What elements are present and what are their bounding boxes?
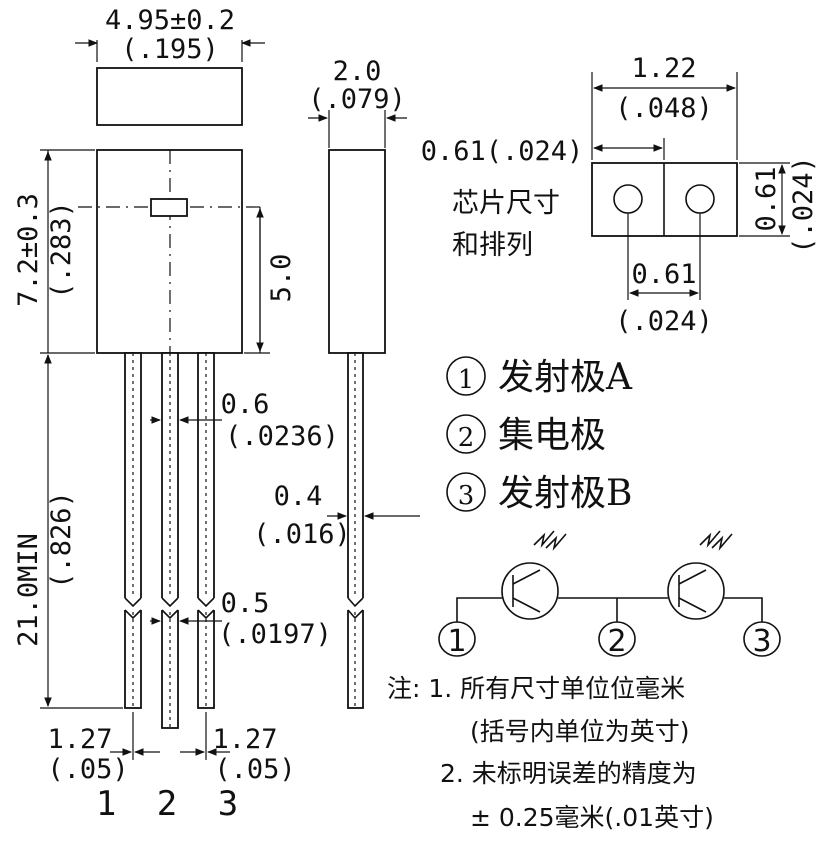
- legend-symbol-3: 3: [458, 481, 475, 511]
- side-view: 2.0 (.079) 0.4 (.016): [253, 56, 420, 709]
- legend-item-2: 2 集电极: [446, 414, 606, 456]
- body-height-mm: 7.2±0.3: [13, 193, 44, 307]
- chip-height-mm: 0.61: [751, 166, 782, 231]
- lead-length-in: (.826): [46, 491, 77, 589]
- pitch-left-in: (.05): [47, 754, 128, 785]
- lead-width-mm: 0.6: [221, 389, 270, 420]
- note-line-2: (括号内单位为英寸): [470, 717, 690, 746]
- chip-caption-line1: 芯片尺寸: [452, 188, 560, 219]
- schematic-pin-2: 2: [607, 624, 626, 659]
- body-width-mm: 4.95±0.2: [105, 5, 235, 36]
- chip-width-in: (.048): [615, 93, 713, 124]
- window-height-mm: 5.0: [266, 254, 297, 303]
- chip-width-mm: 1.22: [631, 53, 696, 84]
- lead-length-mm: 21.0MIN: [13, 533, 44, 647]
- lead-thickness-in: (.016): [253, 519, 351, 550]
- legend-symbol-1: 1: [458, 365, 475, 395]
- note-line-3: 2. 未标明误差的精度为: [440, 759, 697, 788]
- lead-narrow-in: (.0197): [218, 619, 332, 650]
- chip-half-label: 0.61(.024): [421, 136, 584, 167]
- chip-height-in: (.024): [788, 156, 819, 254]
- legend-label-2: 集电极: [498, 415, 606, 456]
- pin-legend: 1 发射极A 2 集电极 3 发射极B: [446, 356, 633, 514]
- circuit-schematic: 1 2 3: [438, 530, 781, 659]
- lead-thickness-mm: 0.4: [274, 481, 323, 512]
- legend-label-1: 发射极A: [498, 357, 633, 398]
- legend-item-3: 3 发射极B: [446, 472, 632, 514]
- chip-pitch-mm: 0.61: [631, 259, 696, 290]
- note-line-1: 注: 1. 所有尺寸单位位毫米: [387, 674, 685, 703]
- chip-layout: 1.22 (.048) 0.61(.024) 0.61 (.024) 0.61 …: [421, 53, 819, 337]
- lead-2: [159, 352, 181, 729]
- body-width-in: (.195): [121, 34, 219, 65]
- body-height-in: (.283): [46, 201, 77, 299]
- lead-width-in: (.0236): [225, 421, 339, 452]
- pitch-left-mm: 1.27: [47, 724, 112, 755]
- pin-numbers: 1 2 3: [96, 784, 248, 824]
- schematic-pin-1: 1: [447, 624, 466, 659]
- thickness-in: (.079): [308, 84, 406, 115]
- front-view: 4.95±0.2 (.195) 7.2±0.3 (.283) 5.0: [13, 5, 339, 824]
- chip-window: [150, 198, 188, 217]
- notes: 注: 1. 所有尺寸单位位毫米 (括号内单位为英寸) 2. 未标明误差的精度为 …: [387, 674, 714, 832]
- lead-narrow-mm: 0.5: [221, 588, 270, 619]
- side-body: [328, 149, 386, 354]
- lead-3: [195, 352, 217, 709]
- note-line-4: ± 0.25毫米(.01英寸): [470, 803, 714, 832]
- lead-1: [122, 352, 144, 709]
- schematic-pin-3: 3: [752, 624, 771, 659]
- legend-item-1: 1 发射极A: [446, 356, 633, 398]
- top-cap-rect: [96, 67, 243, 126]
- chip-pitch-in: (.024): [615, 306, 713, 337]
- pitch-right-in: (.05): [214, 754, 295, 785]
- thickness-mm: 2.0: [333, 56, 382, 87]
- pitch-right-mm: 1.27: [212, 724, 277, 755]
- chip-caption-line2: 和排列: [452, 230, 533, 261]
- legend-symbol-2: 2: [458, 423, 475, 453]
- legend-label-3: 发射极B: [498, 473, 632, 514]
